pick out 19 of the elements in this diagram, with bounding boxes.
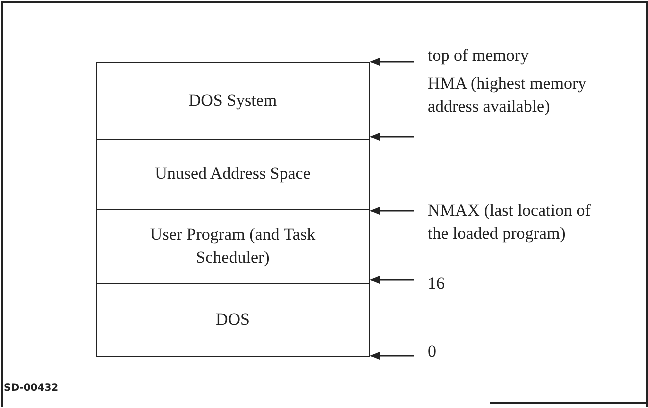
memory-block	[96, 283, 370, 357]
leader-arrow	[370, 352, 414, 360]
address-label: top of memory	[428, 45, 530, 67]
block-label: DOS System	[188, 90, 278, 112]
address-label: 0	[428, 341, 438, 363]
address-label: 16	[428, 273, 446, 295]
block-label: DOS	[216, 308, 250, 331]
figure-code: SD-00432	[4, 383, 59, 394]
leader-arrow	[370, 207, 414, 215]
memory-block	[96, 139, 370, 210]
block-label: Unused Address Space	[155, 163, 311, 186]
address-label: HMA (highest memory address available)	[428, 73, 588, 118]
leader-arrow	[370, 276, 414, 284]
block-label: User Program (and Task Scheduler)	[149, 224, 317, 268]
memory-block	[96, 209, 370, 284]
address-label: NMAX (last location of the loaded program)	[428, 200, 592, 245]
leader-arrow	[370, 133, 414, 141]
leader-arrow	[370, 58, 414, 66]
memory-block	[96, 62, 370, 140]
